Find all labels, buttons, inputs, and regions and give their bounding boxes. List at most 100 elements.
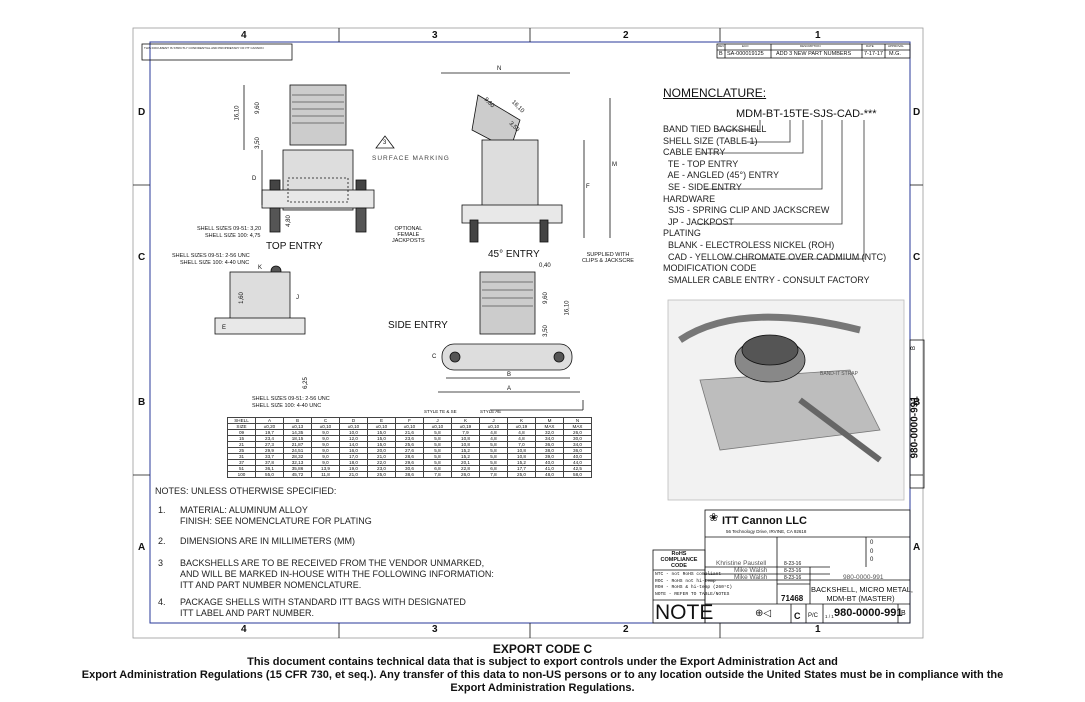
dim-e: E [222,325,227,331]
dim-6-25: 6,25 [302,377,309,389]
export-line-2: Export Administration Regulations (15 CF… [81,669,1004,681]
table-cell: 7,8 [423,471,452,478]
nomenclature-line: SE - SIDE ENTRY [663,181,742,192]
table-cell: 26,0 [451,471,480,478]
group-header-te-se: STYLE TE & SE [424,409,457,414]
export-code: EXPORT CODE C [492,642,593,656]
checked-date: 8-23-16 [784,568,802,574]
nomenclature-line: JP - JACKPOST [663,216,734,227]
drawn-date: 8-23-16 [784,561,802,567]
dim-j: J [296,295,299,301]
critical-value-2: 0 [870,549,874,555]
note-number: 3 [158,558,164,568]
note-3-ref: 3 [383,140,387,146]
nomenclature-line: CAD - YELLOW CHROMATE OVER CADMIUM (NTC) [663,251,887,262]
dim-9-60-side: 9,60 [542,292,549,304]
side-shell-size: SHELL SIZE 100: 4-40 UNC [252,403,322,409]
surface-marking-label: SURFACE MARKING [372,155,450,162]
approved-date: 8-23-16 [784,575,802,581]
dim-16-10: 16,10 [234,105,241,121]
date-value: 7-17-17 [864,51,883,57]
zone-top-2: 2 [623,30,629,41]
table-cell: 25,0 [367,471,396,478]
rohs-note-big: NOTE [655,601,714,624]
note-number: 4. [158,597,166,607]
date-header: DATE [866,44,874,48]
clips-label: SUPPLIED WITH CLIPS & JACKSCRE [582,252,634,264]
note-text: BACKSHELLS ARE TO BE RECEIVED FROM THE V… [180,558,494,590]
table-subheader-row: SIZE±0,20±0,13±0,10±0,10±0,10±0,10±0,10±… [227,423,592,430]
nomenclature-line: PLATING [663,228,701,239]
table-cell: 55,0 [255,471,284,478]
drawing-type: P/C [808,613,819,619]
table-cell: 7,8 [479,471,508,478]
sheet-size: C [794,611,801,621]
nomenclature-line: BLANK - ELECTROLESS NICKEL (ROH) [663,239,835,250]
table-cell: 45,72 [283,471,312,478]
side-strip-rev: B [911,345,918,351]
band-it-strap-label: BAND-IT STRAP [820,371,858,377]
rohs-code-line: NOTE - REFER TO TABLE/NOTES [655,591,730,597]
eco-value: SA-000019125 [727,51,764,57]
rohs-code-line: ROC - RoHS not hi-temp [655,578,716,584]
dim-4-80: 4,80 [285,215,292,227]
side-shell-sizes: SHELL SIZES 09-51: 2-56 UNC [252,396,330,402]
zone-bottom-3: 3 [432,624,438,635]
drawing-description: BACKSHELL, MICRO METAL, MDM-BT (MASTER) [811,585,913,603]
zone-left-b: B [138,397,146,408]
sheet-number: 1 / 1 [825,614,834,619]
dim-16-10-side: 16,10 [564,300,571,316]
shell-sizes-b: SHELL SIZES 09-51: 2-56 UNC [172,253,250,259]
zone-left-a: A [138,542,146,553]
eco-header: ECO [742,44,749,48]
note-text: MATERIAL: ALUMINUM ALLOY FINISH: SEE NOM… [180,505,372,526]
dim-c: C [432,354,437,360]
rohs-code-line: ROH - RoHS & hi-temp (260°C) [655,585,733,590]
cage-code: 71468 [781,594,804,603]
zone-bottom-1: 1 [815,624,821,635]
jackposts-label: OPTIONAL FEMALE JACKPOSTS [392,226,425,244]
top-entry-title: TOP ENTRY [266,241,323,252]
critical-value-1: 0 [870,540,874,546]
nomenclature-line: TE - TOP ENTRY [663,158,739,169]
part-number-example: MDM-BT-15TE-SJS-CAD-*** [736,108,877,120]
table-cell: 48,0 [535,471,564,478]
dim-f: F [586,184,590,190]
nomenclature-line: SMALLER CABLE ENTRY - CONSULT FACTORY [663,274,870,285]
zone-top-3: 3 [432,30,438,41]
zone-right-b: B [913,397,921,408]
table-cell: 100 [227,471,256,478]
drawing-rev: B [901,610,906,617]
rohs-code-line: NTC - not RoHS compliant [655,572,722,577]
side-strip-number: 980-0000-991 [909,396,921,459]
zone-bottom-4: 4 [241,624,247,635]
table-cell: 11,8 [311,471,340,478]
zone-bottom-2: 2 [623,624,629,635]
rev-value: B [719,51,723,57]
table-cell: 58,0 [563,471,592,478]
shell-size-a: SHELL SIZE 100: 4,75 [205,233,261,239]
part-number: 980-0000-991 [843,574,884,581]
approval-header: APPROVAL [888,44,904,48]
rev-header: REV [718,44,725,48]
nomenclature-title: NOMENCLATURE: [663,86,767,100]
dim-m: M [612,162,617,168]
side-entry-title: SIDE ENTRY [388,320,448,331]
security-note: THIS DOCUMENT IS STRICTLY CONFIDENTIAL A… [144,46,264,50]
dim-k: K [258,265,263,271]
zone-left-c: C [138,252,146,263]
dim-n: N [497,66,502,72]
notes-title: NOTES: UNLESS OTHERWISE SPECIFIED: [155,486,337,496]
zone-right-a: A [913,542,921,553]
checked-by: Mike Walsh [734,567,768,574]
critical-value-3: 0 [870,557,874,563]
angled-entry-title: 45° ENTRY [488,249,540,260]
approval-value: M.G. [889,51,901,57]
zone-right-c: C [913,252,921,263]
zone-top-4: 4 [241,30,247,41]
